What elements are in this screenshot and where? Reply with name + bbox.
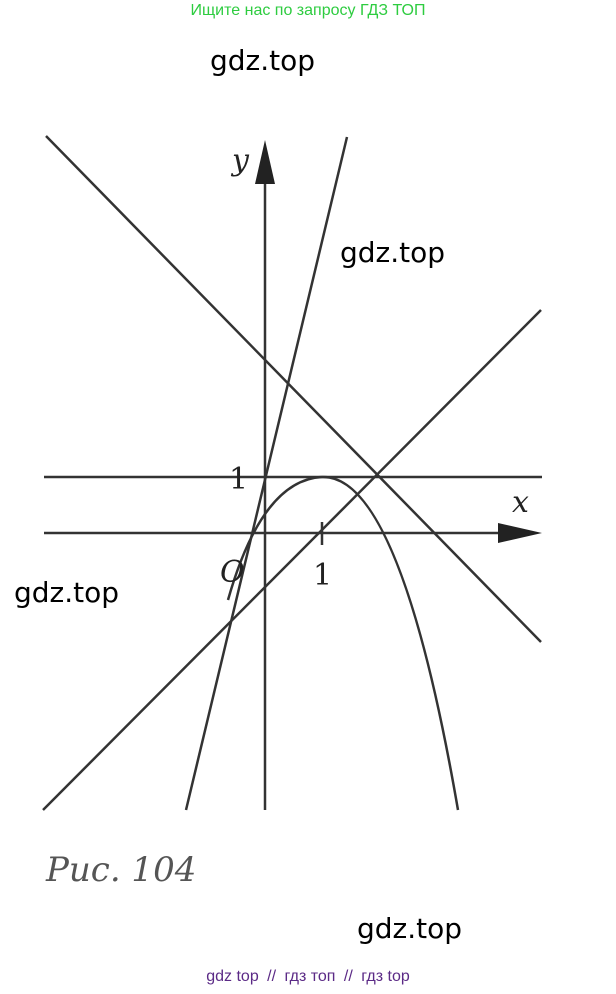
footer-links: gdz top // гдз топ // гдз top <box>0 968 616 986</box>
watermark: gdz.top <box>357 912 463 945</box>
footer-link[interactable]: гдз топ <box>284 968 336 985</box>
watermark: gdz.top <box>14 576 120 609</box>
x-axis-arrow <box>498 523 542 543</box>
y-axis-arrow <box>255 140 275 184</box>
x-tick-label: 1 <box>313 558 332 593</box>
footer-link[interactable]: гдз top <box>361 968 410 985</box>
origin-label: O <box>220 555 245 590</box>
watermark: gdz.top <box>210 44 316 77</box>
figure-caption: Рис. 104 <box>46 850 197 890</box>
steep-line <box>184 136 349 811</box>
footer-separator: // <box>343 968 353 985</box>
y-axis-label: y <box>230 143 250 178</box>
watermark: gdz.top <box>340 236 446 269</box>
increasing-line <box>42 309 542 811</box>
y-tick-label: 1 <box>229 462 248 497</box>
decreasing-line <box>45 135 542 643</box>
x-axis-label: x <box>512 485 529 520</box>
parabola-curve <box>226 475 460 811</box>
footer-link[interactable]: gdz top <box>206 968 259 985</box>
footer-separator: // <box>267 968 277 985</box>
search-hint-banner: Ищите нас по запросу ГДЗ ТОП <box>190 2 426 19</box>
